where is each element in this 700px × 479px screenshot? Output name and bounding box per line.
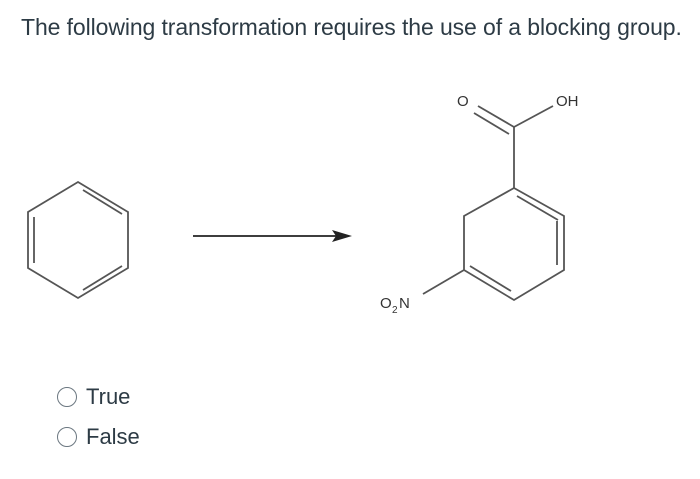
nitro-subscript-label: 2 [392, 305, 398, 316]
hydroxyl-label: OH [556, 93, 579, 110]
nitro-n-label: N [399, 295, 410, 312]
answer-option-true[interactable]: True [57, 382, 140, 412]
reaction-arrow [193, 230, 352, 242]
carbonyl-oxygen-label: O [457, 93, 469, 110]
answer-label-true: True [86, 384, 131, 409]
benzene-structure [27, 180, 129, 300]
nitro-o-label: O [380, 295, 392, 312]
answer-option-false[interactable]: False [57, 422, 140, 452]
question-text: The following transformation requires th… [21, 14, 682, 40]
product-structure [422, 105, 565, 302]
radio-false[interactable] [57, 427, 77, 447]
radio-true[interactable] [57, 387, 77, 407]
answer-label-false: False [86, 424, 140, 449]
answer-options: True False [57, 382, 140, 462]
